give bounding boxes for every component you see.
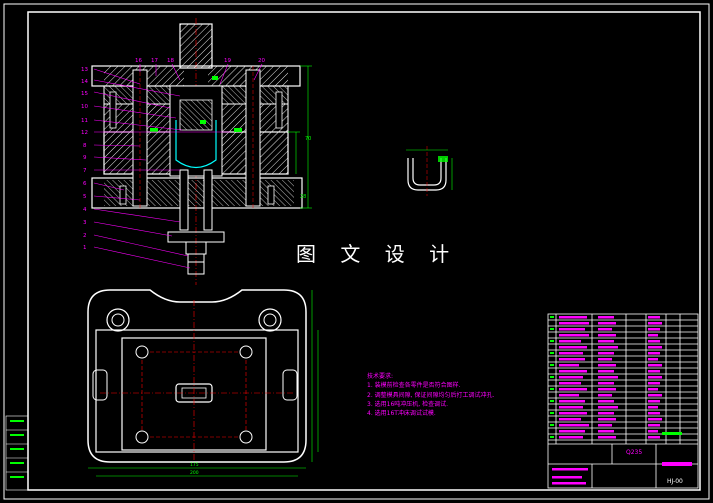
front-section-view: 70 28	[91, 18, 312, 285]
part-leaders	[93, 63, 263, 269]
callout-label: 14	[81, 79, 88, 85]
callout-label: 8	[83, 143, 87, 149]
material-label: Q235	[626, 449, 643, 456]
callouts-top-group: 16 17 18 19 20	[135, 58, 265, 64]
svg-text:175: 175	[190, 462, 199, 468]
title-block-green-marks	[550, 316, 682, 438]
notes-title: 技术要求:	[367, 373, 394, 380]
callout-label: 20	[258, 58, 265, 64]
title-block	[547, 313, 699, 489]
callout-label: 19	[224, 58, 231, 64]
callout-label: 3	[83, 220, 87, 226]
callout-label: 16	[135, 58, 142, 64]
callout-label: 9	[83, 155, 87, 161]
svg-text:28: 28	[300, 194, 306, 200]
note-item: 3. 选用16吨冲压机, 检查调试.	[367, 400, 448, 408]
callout-label: 10	[81, 104, 88, 110]
callout-label: 11	[81, 118, 88, 124]
watermark-text: 图 文 设 计	[296, 242, 459, 266]
callout-label: 15	[81, 91, 88, 97]
callouts-left-group: 13 14 15 10 11 12 8 9 7 6 5 4 3 2 1	[81, 67, 88, 251]
svg-text:200: 200	[190, 470, 199, 476]
note-item: 2. 调整模具间隙, 保证间隙均匀后打工调试冲孔.	[367, 391, 495, 399]
callout-label: 2	[83, 233, 87, 239]
technical-requirements: 技术要求: 1. 装模前检查各零件是否符合图样. 2. 调整模具间隙, 保证间隙…	[367, 372, 494, 418]
callout-label: 6	[83, 181, 87, 187]
svg-text:70: 70	[305, 136, 311, 142]
callout-label: 18	[167, 58, 174, 64]
callout-label: 5	[83, 194, 87, 200]
callout-label: 13	[81, 67, 88, 73]
callout-label: 7	[83, 168, 87, 174]
callout-label: 12	[81, 130, 88, 136]
callout-label: 17	[151, 58, 158, 64]
outer-border	[3, 3, 710, 500]
parts-list-entries	[552, 316, 692, 485]
callout-label: 4	[83, 207, 87, 213]
workpiece-view	[406, 146, 453, 196]
inner-border	[27, 11, 701, 491]
plan-view: 175 200	[87, 289, 319, 477]
revision-block	[5, 415, 29, 491]
note-item: 1. 装模前检查各零件是否符合图样.	[367, 382, 461, 390]
note-item: 4. 选用16T冲床调试试模.	[367, 410, 436, 418]
drawing-number: HJ-00	[667, 478, 683, 485]
callout-label: 1	[83, 245, 87, 251]
